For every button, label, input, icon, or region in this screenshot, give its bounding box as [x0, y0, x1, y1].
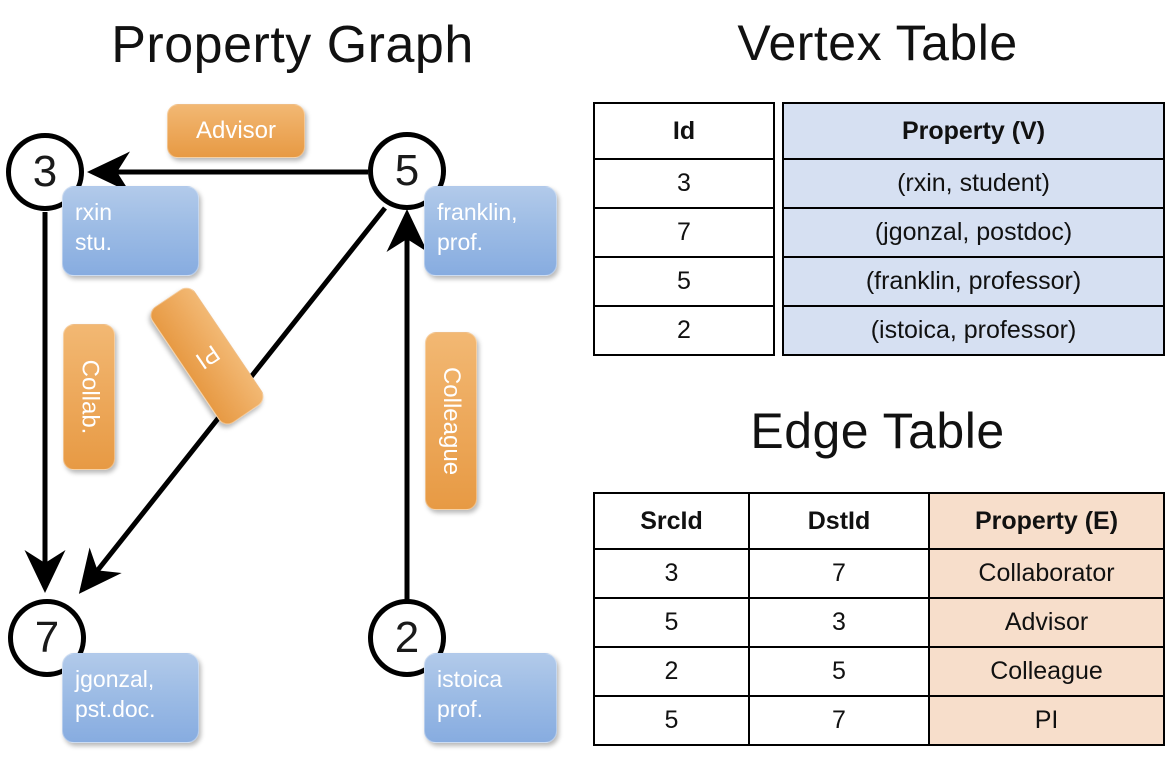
vertex-property-box-7: jgonzal, pst.doc.: [62, 653, 199, 743]
page-title-vertex-table: Vertex Table: [737, 15, 1018, 71]
edge-table-cell-property: Colleague: [928, 646, 1165, 697]
vertex-table-cell-property: (rxin, student): [782, 158, 1165, 209]
edge-label-colleague-text: Colleague: [438, 366, 465, 476]
table-row: 5 3 Advisor: [593, 597, 1165, 648]
vertex-property-line1-7: jgonzal,: [75, 666, 155, 692]
edge-table-cell-dstid: 5: [748, 646, 930, 697]
edge-table-header-srcid: SrcId: [593, 492, 750, 550]
edge-label-advisor: Advisor: [167, 104, 305, 158]
edge-table-cell-srcid: 5: [593, 695, 750, 746]
property-graph-diagram: 3 5 7 2 rxin stu. franklin, prof. jgonza…: [6, 104, 557, 743]
vertex-table-column-gap: [774, 257, 783, 306]
edge-table-cell-property: Advisor: [928, 597, 1165, 648]
vertex-table-column-gap: [774, 306, 783, 355]
vertex-table-header-row: Id Property (V): [593, 102, 1165, 160]
edge-label-colleague: Colleague: [425, 332, 477, 510]
edge-table-cell-dstid: 7: [748, 548, 930, 599]
edge-table-header-row: SrcId DstId Property (E): [593, 492, 1165, 550]
vertex-property-line2-2: prof.: [437, 696, 484, 722]
edge-table-header-dstid: DstId: [748, 492, 930, 550]
table-row: 5 7 PI: [593, 695, 1165, 746]
edge-table-header-property: Property (E): [928, 492, 1165, 550]
vertex-property-box-2: istoica prof.: [424, 653, 557, 743]
edge-table-cell-srcid: 2: [593, 646, 750, 697]
vertex-table-cell-id: 7: [593, 207, 775, 258]
page-title-edge-table: Edge Table: [750, 403, 1005, 459]
edge-table-cell-property: Collaborator: [928, 548, 1165, 599]
table-row: 5 (franklin, professor): [593, 256, 1165, 307]
table-row: 7 (jgonzal, postdoc): [593, 207, 1165, 258]
edge-table-cell-srcid: 5: [593, 597, 750, 648]
edge-table-cell-property: PI: [928, 695, 1165, 746]
table-row: 3 7 Collaborator: [593, 548, 1165, 599]
vertex-table-cell-property: (franklin, professor): [782, 256, 1165, 307]
page-title-property-graph: Property Graph: [111, 16, 474, 74]
vertex-table-cell-property: (istoica, professor): [782, 305, 1165, 356]
vertex-property-line1-2: istoica: [437, 666, 503, 692]
vertex-table-cell-id: 5: [593, 256, 775, 307]
vertex-property-line2-5: prof.: [437, 229, 484, 255]
vertex-node-2[interactable]: 2: [368, 599, 446, 677]
vertex-table-header-property: Property (V): [782, 102, 1165, 160]
table-row: 2 5 Colleague: [593, 646, 1165, 697]
edge-label-collab: Collab.: [63, 324, 115, 470]
vertex-table: Id Property (V) 3 (rxin, student) 7 (jgo…: [593, 102, 1165, 356]
vertex-property-line2-7: pst.doc.: [75, 696, 156, 722]
vertex-table-column-gap: [774, 103, 783, 159]
vertex-node-5[interactable]: 5: [368, 132, 446, 210]
table-row: 2 (istoica, professor): [593, 305, 1165, 356]
vertex-property-line1-5: franklin,: [437, 199, 518, 225]
edge-table-cell-srcid: 3: [593, 548, 750, 599]
edge-label-pi-text: PI: [190, 338, 225, 374]
edge-table-cell-dstid: 7: [748, 695, 930, 746]
vertex-table-column-gap: [774, 208, 783, 257]
edge-label-collab-text: Collab.: [76, 359, 103, 435]
vertex-table-cell-id: 3: [593, 158, 775, 209]
vertex-table-header-id: Id: [593, 102, 775, 160]
vertex-table-column-gap: [774, 159, 783, 208]
table-row: 3 (rxin, student): [593, 158, 1165, 209]
edge-table-cell-dstid: 3: [748, 597, 930, 648]
edge-label-advisor-text: Advisor: [195, 117, 277, 144]
vertex-property-box-5: franklin, prof.: [424, 186, 557, 276]
vertex-table-cell-id: 2: [593, 305, 775, 356]
vertex-property-line2-3: stu.: [75, 229, 113, 255]
vertex-table-cell-property: (jgonzal, postdoc): [782, 207, 1165, 258]
vertex-property-box-3: rxin stu.: [62, 186, 199, 276]
vertex-property-line1-3: rxin: [75, 199, 113, 225]
edge-table: SrcId DstId Property (E) 3 7 Collaborato…: [593, 492, 1165, 746]
